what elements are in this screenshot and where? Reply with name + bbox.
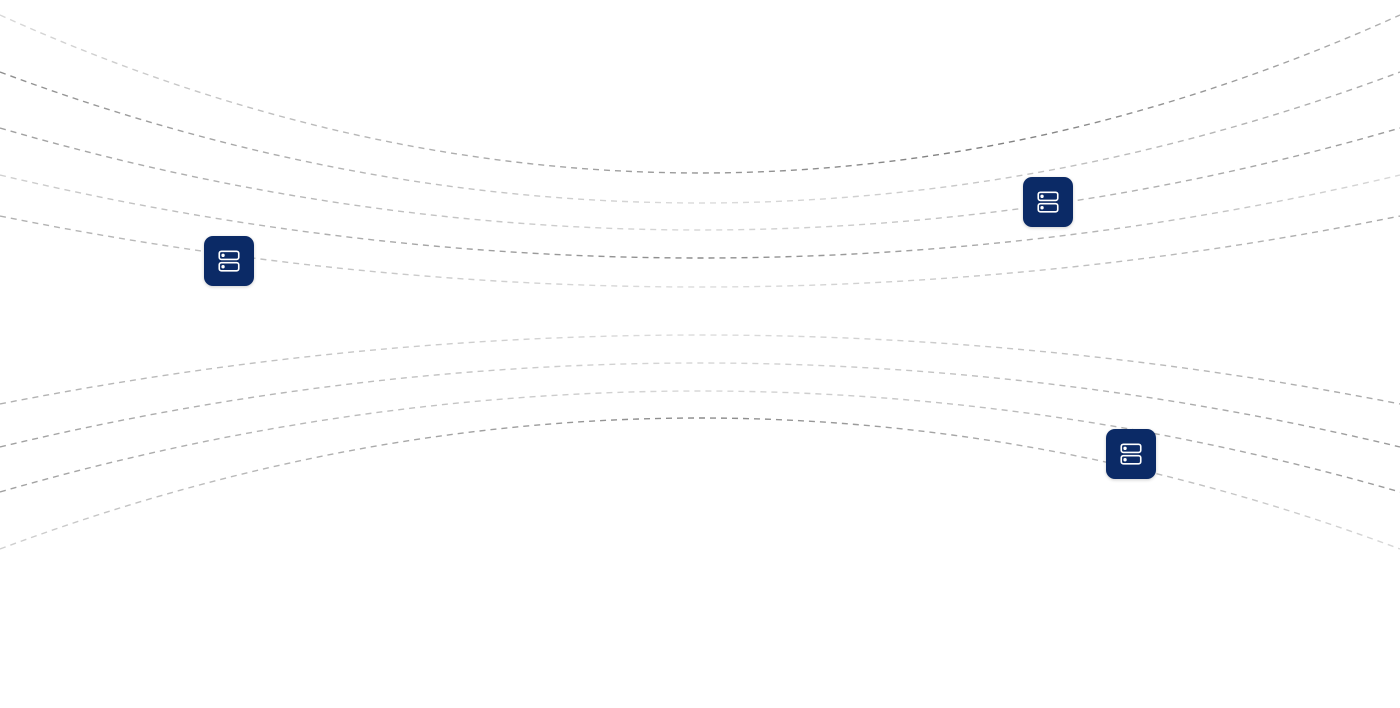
- line-1: [0, 14, 1400, 174]
- line-4: [0, 174, 1400, 259]
- server-icon: [1037, 191, 1059, 213]
- server-icon: [218, 250, 240, 272]
- line-3: [0, 127, 1400, 231]
- line-8: [0, 362, 1400, 448]
- server-icon: [1120, 443, 1142, 465]
- line-10: [0, 417, 1400, 550]
- line-7: [0, 334, 1400, 405]
- server-node[interactable]: [204, 236, 254, 286]
- server-node[interactable]: [1106, 429, 1156, 479]
- line-9: [0, 390, 1400, 493]
- server-node[interactable]: [1023, 177, 1073, 227]
- line-2: [0, 71, 1400, 204]
